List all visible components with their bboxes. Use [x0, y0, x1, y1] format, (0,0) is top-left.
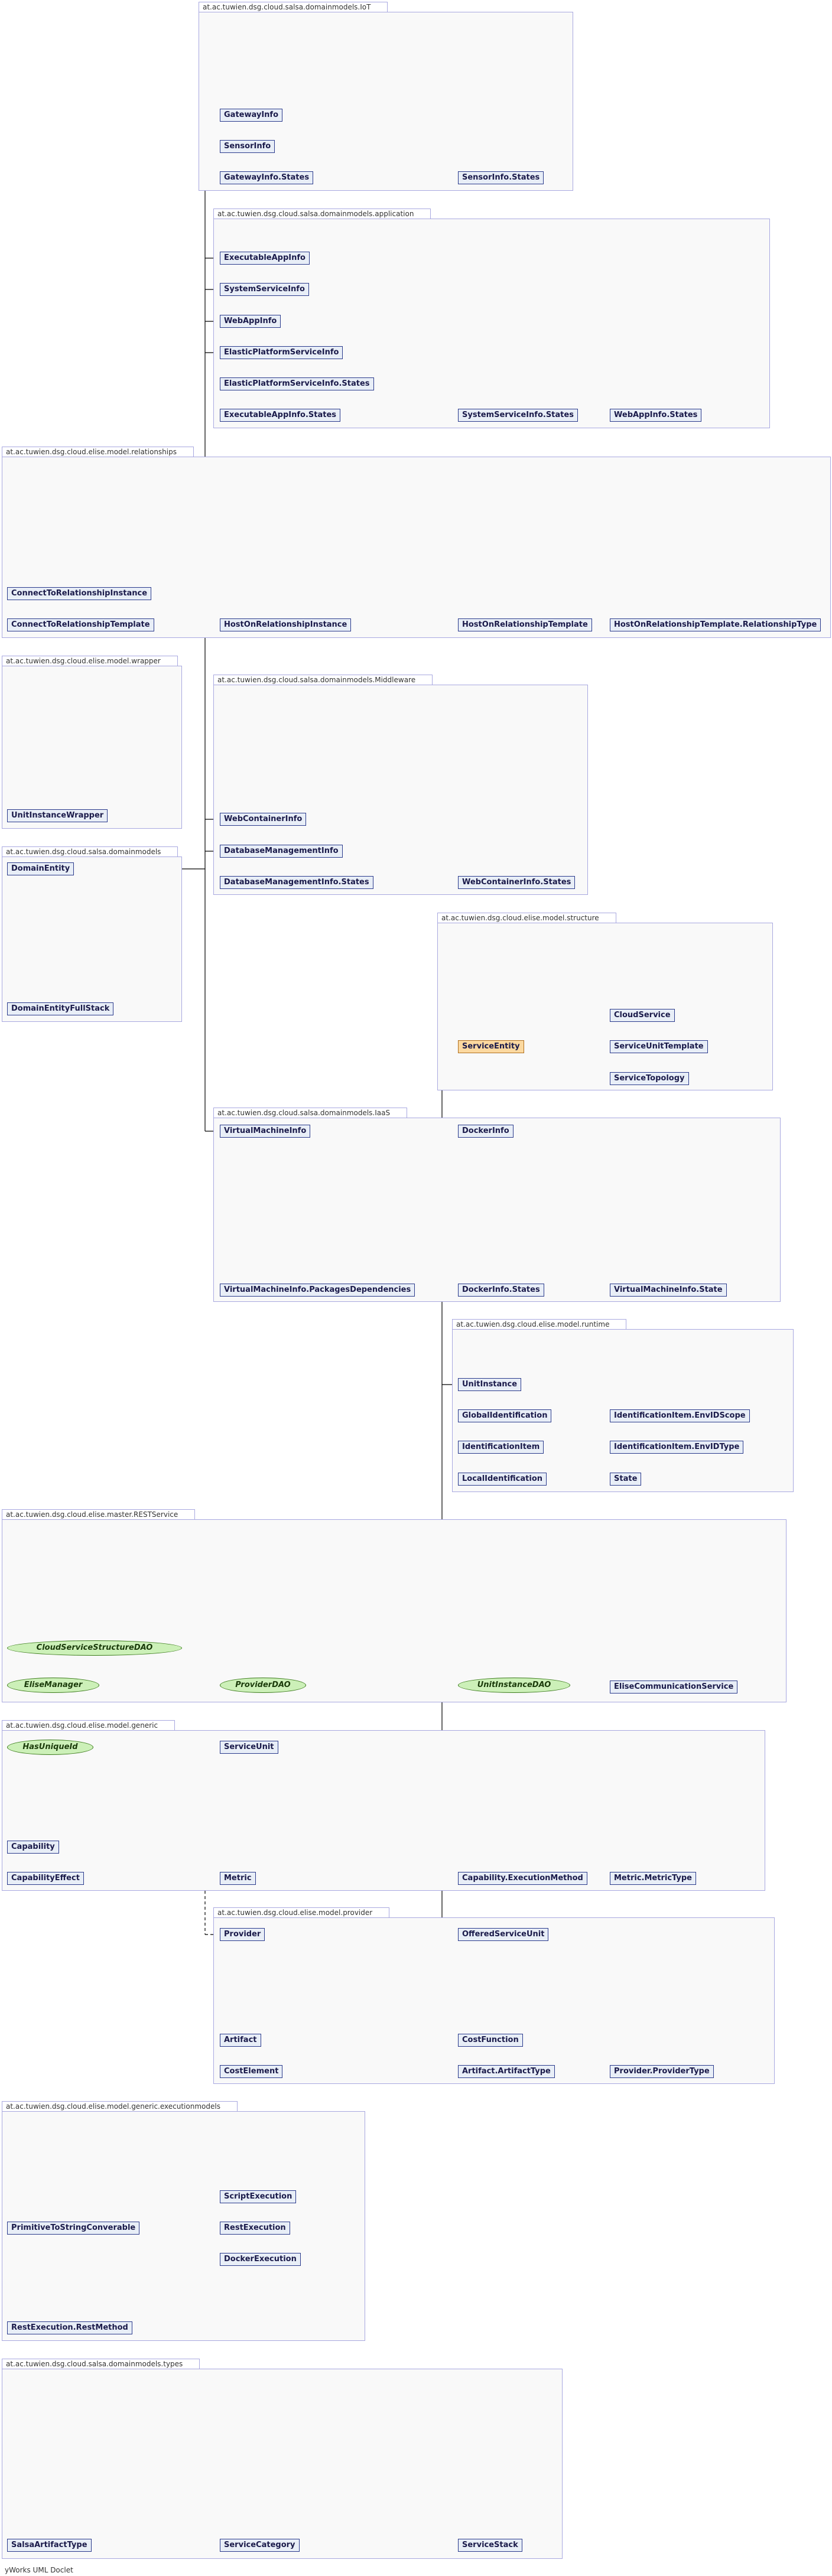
- class-docker-info-states[interactable]: DockerInfo.States: [458, 1284, 544, 1297]
- class-unit-instance-wrapper[interactable]: UnitInstanceWrapper: [7, 809, 108, 822]
- class-metric[interactable]: Metric: [220, 1872, 256, 1885]
- class-database-management-info[interactable]: DatabaseManagementInfo: [220, 845, 343, 858]
- class-host-on-relationship-template[interactable]: HostOnRelationshipTemplate: [458, 618, 592, 631]
- class-identification-item-env-id-scope[interactable]: IdentificationItem.EnvIDScope: [610, 1409, 750, 1422]
- package-iot: [199, 12, 573, 191]
- class-cloud-service[interactable]: CloudService: [610, 1009, 675, 1022]
- package-middleware: [213, 685, 588, 895]
- class-virtual-machine-info-state[interactable]: VirtualMachineInfo.State: [610, 1284, 727, 1297]
- class-host-on-relationship-instance[interactable]: HostOnRelationshipInstance: [220, 618, 352, 631]
- class-gateway-info-states[interactable]: GatewayInfo.States: [220, 171, 314, 184]
- class-rest-execution[interactable]: RestExecution: [220, 2222, 290, 2235]
- package-tab-middleware: at.ac.tuwien.dsg.cloud.salsa.domainmodel…: [213, 675, 433, 685]
- class-web-container-info[interactable]: WebContainerInfo: [220, 813, 307, 826]
- interface-cloud-service-structure-dao[interactable]: CloudServiceStructureDAO: [7, 1640, 182, 1656]
- interface-has-unique-id[interactable]: HasUniqueId: [7, 1740, 93, 1755]
- package-provider: [213, 1917, 775, 2084]
- package-application: [213, 219, 770, 428]
- class-cost-element[interactable]: CostElement: [220, 2065, 283, 2078]
- class-service-topology[interactable]: ServiceTopology: [610, 1072, 689, 1085]
- package-tab-types: at.ac.tuwien.dsg.cloud.salsa.domainmodel…: [2, 2359, 200, 2369]
- class-service-entity[interactable]: ServiceEntity: [458, 1040, 524, 1053]
- class-identification-item-env-id-type[interactable]: IdentificationItem.EnvIDType: [610, 1441, 744, 1454]
- package-tab-iot: at.ac.tuwien.dsg.cloud.salsa.domainmodel…: [199, 2, 388, 12]
- package-relationships: [2, 457, 831, 638]
- class-host-on-relationship-template-relationship-type[interactable]: HostOnRelationshipTemplate.RelationshipT…: [610, 618, 821, 631]
- class-database-management-info-states[interactable]: DatabaseManagementInfo.States: [220, 876, 373, 889]
- class-sensor-info-states[interactable]: SensorInfo.States: [458, 171, 544, 184]
- class-system-service-info[interactable]: SystemServiceInfo: [220, 283, 309, 296]
- class-identification-item[interactable]: IdentificationItem: [458, 1441, 544, 1454]
- class-unit-instance[interactable]: UnitInstance: [458, 1378, 522, 1391]
- class-offered-service-unit[interactable]: OfferedServiceUnit: [458, 1928, 549, 1941]
- class-system-service-info-states[interactable]: SystemServiceInfo.States: [458, 409, 578, 422]
- class-web-app-info[interactable]: WebAppInfo: [220, 315, 281, 328]
- package-tab-iaas: at.ac.tuwien.dsg.cloud.salsa.domainmodel…: [213, 1108, 408, 1118]
- package-tab-structure: at.ac.tuwien.dsg.cloud.elise.model.struc…: [437, 913, 616, 923]
- package-tab-application: at.ac.tuwien.dsg.cloud.salsa.domainmodel…: [213, 209, 431, 219]
- class-service-category[interactable]: ServiceCategory: [220, 2539, 300, 2552]
- class-artifact[interactable]: Artifact: [220, 2034, 261, 2047]
- package-tab-provider: at.ac.tuwien.dsg.cloud.elise.model.provi…: [213, 1907, 390, 1917]
- class-metric-metric-type[interactable]: Metric.MetricType: [610, 1872, 696, 1885]
- footer-label: yWorks UML Doclet: [5, 2566, 73, 2574]
- package-wrapper: [2, 666, 182, 829]
- package-tab-execution-models: at.ac.tuwien.dsg.cloud.elise.model.gener…: [2, 2101, 238, 2111]
- package-tab-runtime: at.ac.tuwien.dsg.cloud.elise.model.runti…: [452, 1319, 627, 1329]
- class-elastic-platform-service-info[interactable]: ElasticPlatformServiceInfo: [220, 346, 343, 359]
- class-script-execution[interactable]: ScriptExecution: [220, 2190, 297, 2203]
- class-sensor-info[interactable]: SensorInfo: [220, 140, 275, 153]
- class-elastic-platform-service-info-states[interactable]: ElasticPlatformServiceInfo.States: [220, 377, 374, 390]
- class-provider[interactable]: Provider: [220, 1928, 265, 1941]
- class-web-app-info-states[interactable]: WebAppInfo.States: [610, 409, 702, 422]
- class-service-unit[interactable]: ServiceUnit: [220, 1741, 278, 1754]
- class-service-unit-template[interactable]: ServiceUnitTemplate: [610, 1040, 708, 1053]
- class-global-identification[interactable]: GlobalIdentification: [458, 1409, 552, 1422]
- class-connect-to-relationship-instance[interactable]: ConnectToRelationshipInstance: [7, 587, 152, 600]
- class-gateway-info[interactable]: GatewayInfo: [220, 109, 283, 122]
- class-cost-function[interactable]: CostFunction: [458, 2034, 523, 2047]
- class-connect-to-relationship-template[interactable]: ConnectToRelationshipTemplate: [7, 618, 154, 631]
- class-web-container-info-states[interactable]: WebContainerInfo.States: [458, 876, 576, 889]
- interface-elise-manager[interactable]: EliseManager: [7, 1678, 99, 1693]
- class-domain-entity[interactable]: DomainEntity: [7, 862, 74, 875]
- class-primitive-to-string-converable[interactable]: PrimitiveToStringConverable: [7, 2222, 140, 2235]
- class-capability-effect[interactable]: CapabilityEffect: [7, 1872, 84, 1885]
- package-tab-domainmodels: at.ac.tuwien.dsg.cloud.salsa.domainmodel…: [2, 846, 178, 857]
- class-capability-execution-method[interactable]: Capability.ExecutionMethod: [458, 1872, 587, 1885]
- class-provider-provider-type[interactable]: Provider.ProviderType: [610, 2065, 714, 2078]
- class-salsa-artifact-type[interactable]: SalsaArtifactType: [7, 2539, 92, 2552]
- package-tab-wrapper: at.ac.tuwien.dsg.cloud.elise.model.wrapp…: [2, 656, 178, 666]
- class-executable-app-info-states[interactable]: ExecutableAppInfo.States: [220, 409, 341, 422]
- class-elise-communication-service[interactable]: EliseCommunicationService: [610, 1681, 738, 1694]
- class-docker-execution[interactable]: DockerExecution: [220, 2253, 301, 2266]
- class-executable-app-info[interactable]: ExecutableAppInfo: [220, 252, 310, 265]
- package-iaas: [213, 1118, 781, 1302]
- interface-provider-dao[interactable]: ProviderDAO: [220, 1678, 306, 1693]
- class-docker-info[interactable]: DockerInfo: [458, 1125, 514, 1138]
- class-artifact-artifact-type[interactable]: Artifact.ArtifactType: [458, 2065, 555, 2078]
- class-virtual-machine-info[interactable]: VirtualMachineInfo: [220, 1125, 311, 1138]
- class-capability[interactable]: Capability: [7, 1841, 59, 1854]
- class-domain-entity-full-stack[interactable]: DomainEntityFullStack: [7, 1002, 114, 1015]
- interface-unit-instance-dao[interactable]: UnitInstanceDAO: [458, 1678, 570, 1693]
- class-service-stack[interactable]: ServiceStack: [458, 2539, 522, 2552]
- class-rest-execution-rest-method[interactable]: RestExecution.RestMethod: [7, 2321, 132, 2334]
- class-local-identification[interactable]: LocalIdentification: [458, 1473, 547, 1486]
- class-virtual-machine-info-packages-dependencies[interactable]: VirtualMachineInfo.PackagesDependencies: [220, 1284, 415, 1297]
- package-rest-service: [2, 1519, 786, 1702]
- package-domainmodels: [2, 857, 182, 1022]
- package-types: [2, 2369, 563, 2559]
- package-structure: [437, 923, 773, 1090]
- package-generic: [2, 1730, 765, 1891]
- package-tab-generic: at.ac.tuwien.dsg.cloud.elise.model.gener…: [2, 1720, 176, 1730]
- package-tab-relationships: at.ac.tuwien.dsg.cloud.elise.model.relat…: [2, 447, 194, 457]
- class-state[interactable]: State: [610, 1473, 642, 1486]
- package-tab-rest-service: at.ac.tuwien.dsg.cloud.elise.master.REST…: [2, 1509, 196, 1519]
